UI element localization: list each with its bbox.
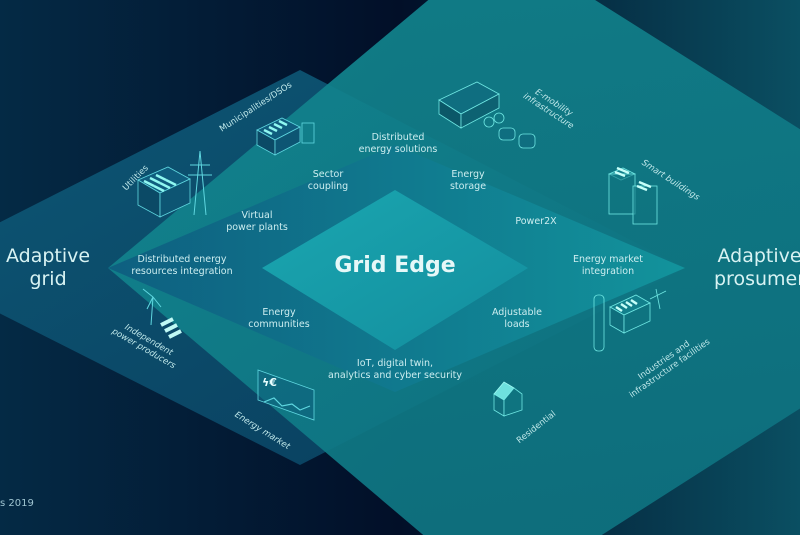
market-chart-icon: ϟ€ xyxy=(257,369,315,421)
bus-car-icon xyxy=(438,81,536,149)
svg-text:ϟ€: ϟ€ xyxy=(262,376,277,389)
adaptive-prosumer-label: Adaptive prosumer xyxy=(714,245,800,290)
smart-buildings-icon xyxy=(608,166,658,225)
factory-icon xyxy=(593,288,667,352)
label-iot-digital-twin: IoT, digital twin,analytics and cyber se… xyxy=(328,358,462,381)
grid-edge-title: Grid Edge xyxy=(334,253,456,278)
house-icon xyxy=(493,381,523,417)
wind-solar-icon xyxy=(142,288,182,339)
label-power2x: Power2X xyxy=(515,216,557,227)
municipal-building-icon xyxy=(256,117,315,156)
footer-copyright: s 2019 xyxy=(0,498,34,509)
adaptive-grid-label: Adaptive grid xyxy=(6,245,91,290)
utility-building-pylon-icon xyxy=(137,150,212,218)
